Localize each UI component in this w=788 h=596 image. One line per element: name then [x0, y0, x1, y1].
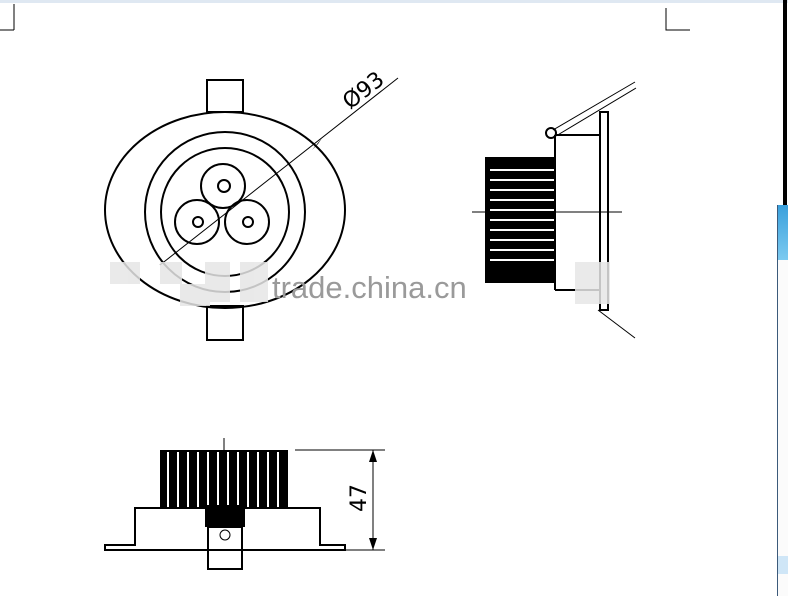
- top-bar: [0, 0, 788, 3]
- diameter-line: [159, 77, 399, 266]
- spring-pivot: [545, 127, 557, 139]
- side-window-fragment[interactable]: [777, 205, 788, 596]
- heatsink-fins: [160, 450, 288, 508]
- front-view: 47: [104, 438, 385, 570]
- lens-ring: [160, 147, 290, 277]
- bottom-tab: [206, 305, 244, 341]
- outer-ring: [104, 111, 346, 309]
- flange: [599, 111, 609, 311]
- watermark: trade.china.cn: [110, 262, 610, 306]
- led-right: [224, 199, 270, 245]
- height-label: 47: [347, 484, 372, 512]
- spring-clip-top: [552, 81, 637, 137]
- diameter-label: Ø93: [338, 67, 389, 115]
- led-top: [200, 163, 246, 209]
- watermark-text: trade.china.cn: [272, 270, 467, 305]
- connector: [205, 505, 245, 527]
- spring-clip-bottom: [597, 309, 636, 339]
- led-left: [174, 199, 220, 245]
- window-edge: [783, 0, 787, 205]
- housing: [104, 507, 346, 551]
- extension-lines: [295, 449, 385, 551]
- crop-marks: [0, 4, 690, 31]
- side-view: [472, 81, 637, 339]
- top-tab: [206, 79, 244, 113]
